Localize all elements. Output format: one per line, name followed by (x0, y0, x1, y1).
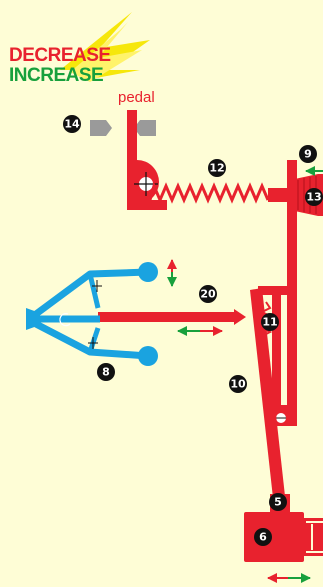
governor-pivot-lower (88, 337, 98, 349)
governor-pivot-upper (92, 280, 102, 292)
svg-text:5: 5 (274, 496, 282, 509)
main-lever-pivot (276, 413, 286, 423)
push-rod (98, 309, 246, 325)
callout-10: 10 (229, 375, 247, 393)
legend-decrease: DECREASE (9, 45, 111, 66)
svg-text:12: 12 (209, 162, 224, 175)
svg-text:6: 6 (259, 531, 267, 544)
svg-text:11: 11 (262, 316, 277, 329)
control-rack-lever (250, 288, 285, 498)
svg-text:20: 20 (200, 288, 216, 301)
callout-13: 13 (305, 188, 323, 206)
rotation-arrow-icon (59, 313, 71, 327)
callout-12: 12 (208, 159, 226, 177)
svg-text:13: 13 (306, 191, 321, 204)
callout-8: 8 (97, 363, 115, 381)
pedal-spring (148, 181, 270, 204)
svg-text:8: 8 (102, 366, 110, 379)
legend-flash-graphic (60, 12, 150, 82)
callout-9: 9 (299, 145, 317, 163)
pedal-stop-right (134, 120, 156, 136)
callout-14: 14 (63, 115, 81, 133)
governor-flyweights (26, 262, 158, 366)
legend-increase: INCREASE (9, 65, 104, 86)
svg-text:9: 9 (304, 148, 312, 161)
svg-text:14: 14 (64, 118, 80, 131)
pedal-stop-left (90, 120, 112, 136)
callout-5: 5 (269, 493, 287, 511)
injection-pump-block (244, 494, 323, 562)
callout-20: 20 (199, 285, 217, 303)
callout-11: 11 (261, 313, 279, 331)
svg-text:10: 10 (230, 378, 246, 391)
pedal-label: pedal (118, 89, 155, 106)
callout-6: 6 (254, 528, 272, 546)
